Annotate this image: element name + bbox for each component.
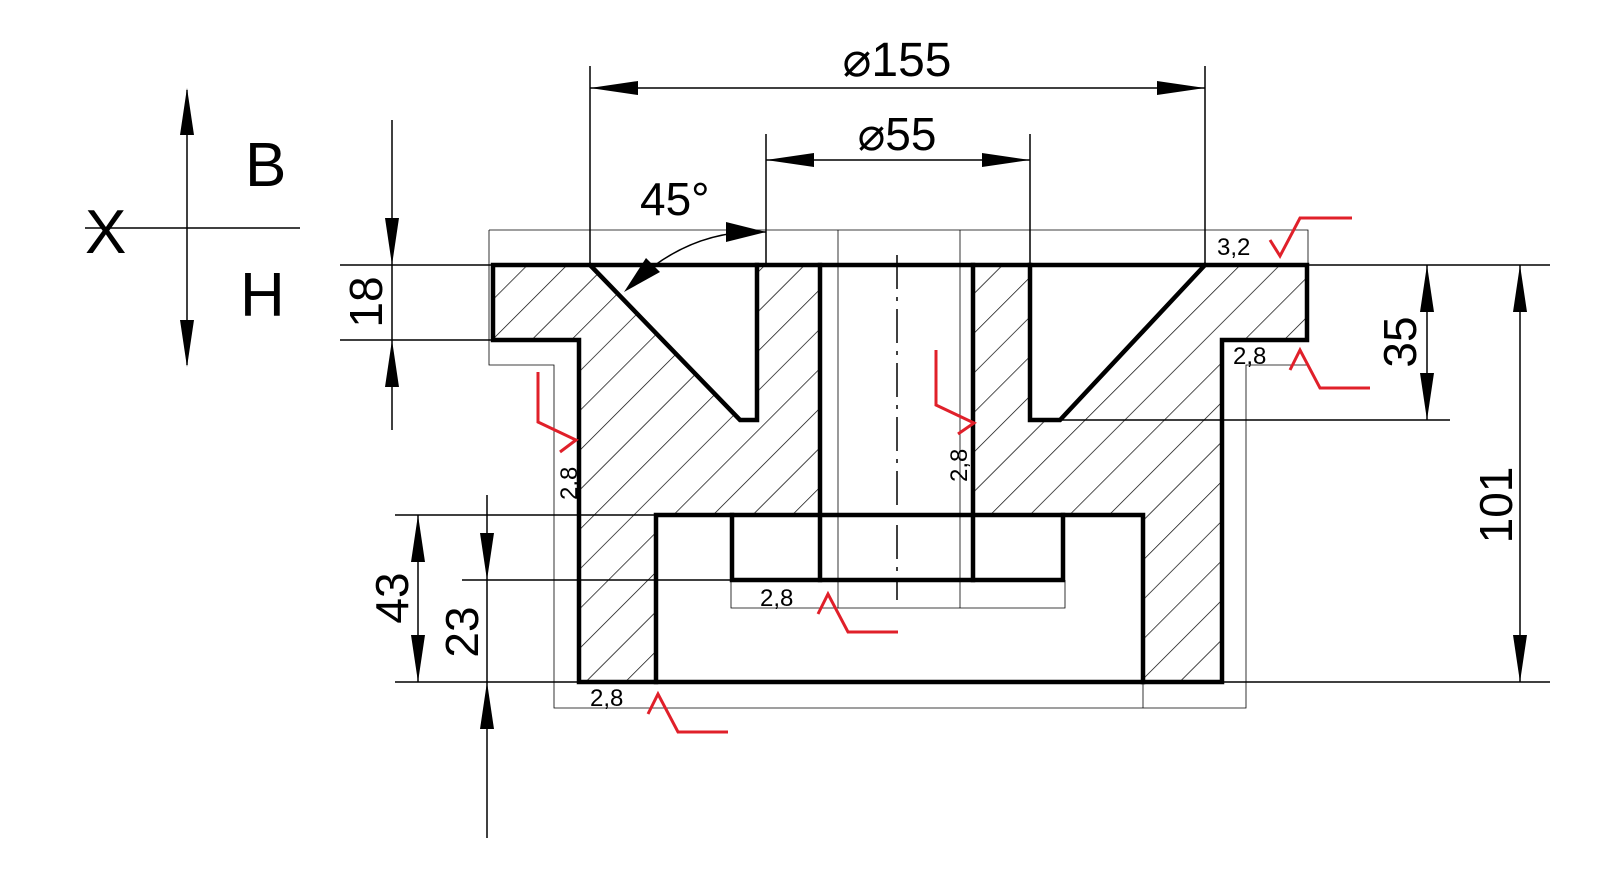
- roughness-check-icon: [1288, 346, 1370, 390]
- arrow-left-icon: [590, 81, 638, 95]
- arrow-right-icon: [1157, 81, 1205, 95]
- arrow-down-icon: [411, 635, 425, 682]
- roughness-check-icon: [646, 690, 728, 734]
- dim-43-label: 43: [366, 572, 418, 623]
- dim-angle-label: 45°: [640, 173, 710, 225]
- arrow-up-icon: [385, 340, 399, 387]
- allowance-contour: [488, 229, 1309, 709]
- roughness-label: 2,8: [760, 585, 793, 612]
- right-cone-edge: [1027, 261, 1209, 423]
- dimension-18: 18: [340, 120, 579, 430]
- allowance-outer: [488, 230, 1308, 709]
- dim-18-label: 18: [340, 276, 392, 327]
- axis-label-h: H: [240, 261, 285, 330]
- roughness-base-bottom: 2,8: [590, 685, 728, 734]
- section-hatching: [493, 265, 1307, 682]
- dimension-d155: ⌀155: [589, 34, 1206, 265]
- arrow-down-icon: [1513, 635, 1527, 682]
- arrow-right-icon: [982, 153, 1030, 167]
- cone-cavity-right: [1030, 265, 1205, 420]
- bottom-recess: [653, 512, 1146, 685]
- roughness-check-icon: [816, 590, 898, 634]
- allowance-pocket: [730, 580, 1066, 609]
- cone-cavity-left: [590, 265, 757, 420]
- arrow-up-icon: [480, 682, 494, 729]
- roughness-label: 2,8: [590, 685, 623, 712]
- roughness-label: 2,8: [556, 467, 583, 500]
- roughness-left-outer: 2,8: [536, 372, 583, 500]
- arrow-up-icon: [1420, 265, 1434, 312]
- arrow-up-icon: [1513, 265, 1527, 312]
- arrow-up-icon: [411, 515, 425, 562]
- arrow-down-icon: [1420, 373, 1434, 420]
- dimension-d55: ⌀55: [765, 108, 1031, 265]
- arrow-left-icon: [766, 153, 814, 167]
- dimension-angle: 45°: [624, 173, 767, 292]
- dim-23-label: 23: [436, 606, 488, 657]
- dimension-23: 23: [436, 495, 732, 838]
- dim-d55-label: ⌀55: [858, 108, 937, 160]
- roughness-recess-bottom: 2,8: [760, 585, 898, 634]
- allowance-top: [489, 229, 1309, 265]
- arrow-down-icon: [480, 533, 494, 580]
- left-cone-edge: [586, 261, 760, 423]
- roughness-bore: 2,8: [934, 350, 977, 482]
- dim-d155-label: ⌀155: [843, 34, 952, 87]
- roughness-check-icon: [536, 372, 579, 454]
- hatch-left-body: [493, 265, 820, 682]
- dim-101-label: 101: [1470, 467, 1522, 544]
- arrow-down-icon: [624, 258, 660, 292]
- projection-axis: X B H: [85, 88, 300, 367]
- roughness-right-step: 2,8: [1233, 343, 1370, 390]
- roughness-label: 2,8: [946, 449, 973, 482]
- roughness-label: 3,2: [1217, 234, 1250, 261]
- axis-label-b: B: [245, 131, 286, 200]
- roughness-check-icon: [934, 350, 977, 436]
- dimension-101: 101: [1222, 265, 1550, 683]
- arrow-up-icon: [180, 88, 194, 135]
- hatch-right-body: [973, 265, 1307, 682]
- roughness-check-icon: [1268, 216, 1352, 260]
- roughness-top-right: 3,2: [1217, 216, 1352, 261]
- dimension-43: 43: [366, 514, 656, 683]
- roughness-label: 2,8: [1233, 343, 1266, 370]
- axis-label-x: X: [85, 198, 126, 267]
- dimension-35: 35: [1060, 264, 1550, 421]
- dim-35-label: 35: [1374, 316, 1426, 367]
- arrow-right-icon: [726, 222, 766, 242]
- arrow-down-icon: [385, 218, 399, 265]
- arrow-down-icon: [180, 320, 194, 367]
